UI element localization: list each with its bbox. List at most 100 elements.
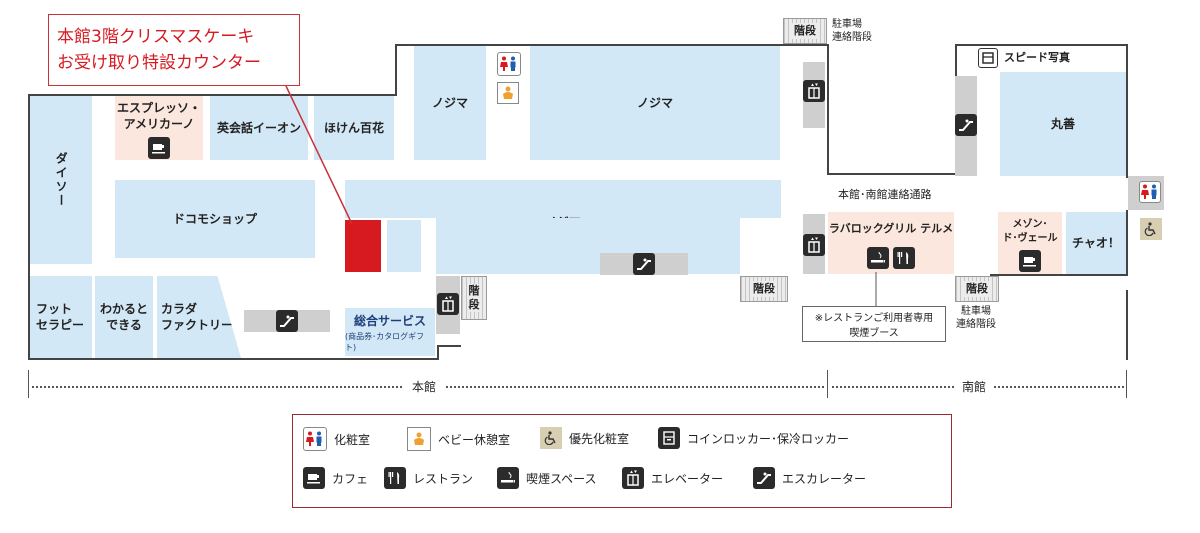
legend-item-baby-room: ベビー休憩室	[407, 427, 510, 451]
escalator-icon[interactable]	[955, 114, 977, 136]
store-nojima-a[interactable]: ノジマ	[414, 46, 486, 160]
store-karada-factory[interactable]: カラダ ファクトリー	[157, 276, 241, 358]
baby-room-icon	[407, 427, 431, 451]
parking-bottom-line-1: 駐車場	[961, 306, 991, 317]
elevator-icon[interactable]	[803, 234, 825, 256]
restaurant-icon	[893, 246, 915, 269]
stairs-center-label-1: 階	[468, 284, 480, 298]
store-wakaru[interactable]: わかると できる	[95, 276, 153, 358]
connection-passage-label: 本館･南館連絡通路	[838, 188, 932, 201]
store-hoken[interactable]: ほけん百花	[314, 96, 394, 160]
wall-south-right-lower	[1126, 210, 1128, 275]
restroom-icon[interactable]	[1139, 181, 1161, 203]
stairs-mid-left-label: 階段	[751, 281, 777, 297]
baby-room-icon[interactable]	[497, 82, 519, 104]
store-daiso[interactable]: ダイソー	[30, 96, 92, 264]
store-karada-label-1: カラダ	[161, 301, 198, 316]
parking-top-line-2: 連絡階段	[832, 32, 872, 43]
store-espresso-americano[interactable]: エスプレッソ・ アメリカーノ	[115, 96, 203, 160]
stairs-top[interactable]: 階段	[783, 18, 827, 44]
small-blue-block	[387, 220, 421, 272]
stairs-mid-right-label: 階段	[964, 281, 990, 297]
speed-photo-label: スピード写真	[1004, 50, 1070, 64]
store-foot-therapy[interactable]: フット セラピー	[30, 276, 92, 358]
store-rabaroque[interactable]: ラバロックグリル テルメ	[828, 212, 954, 274]
legend-label-coin-locker: コインロッカー･保冷ロッカー	[687, 431, 850, 446]
accessible-restroom-icon	[540, 427, 562, 449]
legend-item-coin-locker: コインロッカー･保冷ロッカー	[658, 427, 849, 449]
stairs-mid-right[interactable]: 階段	[955, 276, 999, 302]
legend-label-restroom: 化粧室	[334, 432, 371, 447]
elevator-icon[interactable]	[803, 80, 825, 102]
wall-south-right	[1126, 44, 1128, 178]
cake-counter-highlight[interactable]	[345, 220, 381, 272]
service-counter-label: 総合サービス	[353, 313, 426, 328]
store-hoken-label: ほけん百花	[323, 120, 384, 135]
legend-item-restroom: 化粧室	[303, 427, 370, 451]
store-maison-de-verre[interactable]: メゾン･ ド･ヴェール	[998, 212, 1062, 274]
store-maruzen-label: 丸善	[1050, 116, 1075, 131]
store-maison-label-2: ド･ヴェール	[1002, 232, 1058, 244]
wall-main-bottom-mid	[437, 345, 461, 347]
wall-south-bottom-right	[990, 274, 1128, 276]
speed-photo[interactable]: スピード写真	[978, 48, 1070, 68]
parking-top-line-1: 駐車場	[832, 19, 862, 30]
store-aeon[interactable]: 英会話イーオン	[210, 96, 308, 160]
wall-main-top	[395, 44, 827, 46]
cafe-icon	[148, 137, 170, 160]
store-espresso-label-2: アメリカーノ	[123, 117, 195, 132]
store-maruzen[interactable]: 丸善	[1000, 72, 1126, 176]
legend-label-cafe: カフェ	[332, 471, 369, 486]
wall-south-right-bottom	[1126, 290, 1128, 360]
wall-notch-bottom	[827, 173, 955, 175]
store-chao[interactable]: チャオ！	[1066, 212, 1126, 274]
main-building-label: 本館	[412, 380, 437, 394]
legend-label-baby-room: ベビー休憩室	[438, 432, 511, 447]
store-wakaru-label-2: できる	[106, 318, 142, 332]
store-espresso-label-1: エスプレッソ・	[116, 101, 201, 115]
legend-label-elevator: エレベーター	[651, 471, 724, 486]
restroom-icon[interactable]	[497, 52, 521, 76]
stairs-center[interactable]: 階 段	[461, 276, 487, 320]
legend-item-elevator: エレベーター	[622, 467, 723, 489]
wall-main-left	[28, 94, 30, 360]
restaurant-icon	[384, 467, 406, 489]
store-foot-label-1: フット	[36, 301, 73, 316]
store-nojima-c-lower	[436, 218, 740, 274]
store-chao-label: チャオ！	[1072, 235, 1120, 250]
legend-box	[292, 414, 952, 508]
south-building-line-right	[994, 386, 1124, 388]
south-building-label: 南館	[962, 380, 987, 394]
escalator-icon	[753, 467, 775, 489]
boundary-right-tick	[1126, 370, 1127, 398]
service-counter-sublabel: (商品券･カタログギフト)	[345, 331, 425, 352]
parking-stairs-bottom-note: 駐車場 連絡階段	[956, 305, 996, 331]
elevator-icon[interactable]	[437, 293, 459, 315]
service-counter[interactable]: 総合サービス (商品券･カタログギフト)	[345, 308, 435, 356]
store-daiso-label: ダイソー	[54, 152, 69, 208]
accessible-restroom-icon[interactable]	[1140, 218, 1162, 240]
boundary-left-tick	[28, 370, 29, 398]
stairs-mid-left[interactable]: 階段	[740, 276, 788, 302]
wall-main-bottom	[28, 358, 438, 360]
store-maison-label-1: メゾン･	[1012, 219, 1048, 230]
store-nojima-b-label: ノジマ	[636, 95, 673, 110]
wall-south-top	[955, 44, 1127, 46]
escalator-icon[interactable]	[276, 310, 298, 332]
escalator-icon[interactable]	[633, 253, 655, 275]
store-docomo[interactable]: ドコモショップ	[115, 180, 315, 258]
legend-item-cafe: カフェ	[303, 467, 368, 489]
coin-locker-icon	[658, 427, 680, 449]
boundary-mid-tick	[827, 370, 828, 398]
main-building-line-right	[446, 386, 824, 388]
store-nojima-a-label: ノジマ	[431, 95, 468, 110]
store-nojima-b[interactable]: ノジマ	[530, 46, 780, 160]
legend-item-escalator: エスカレーター	[753, 467, 866, 489]
legend-label-smoking: 喫煙スペース	[526, 471, 597, 486]
smoking-booth-note: ※レストランご利用者専用 喫煙ブース	[802, 306, 946, 342]
south-building-line-left	[832, 386, 954, 388]
store-foot-label-2: セラピー	[36, 318, 85, 332]
wall-main-left-step	[395, 44, 397, 96]
smoking-icon	[497, 467, 519, 489]
